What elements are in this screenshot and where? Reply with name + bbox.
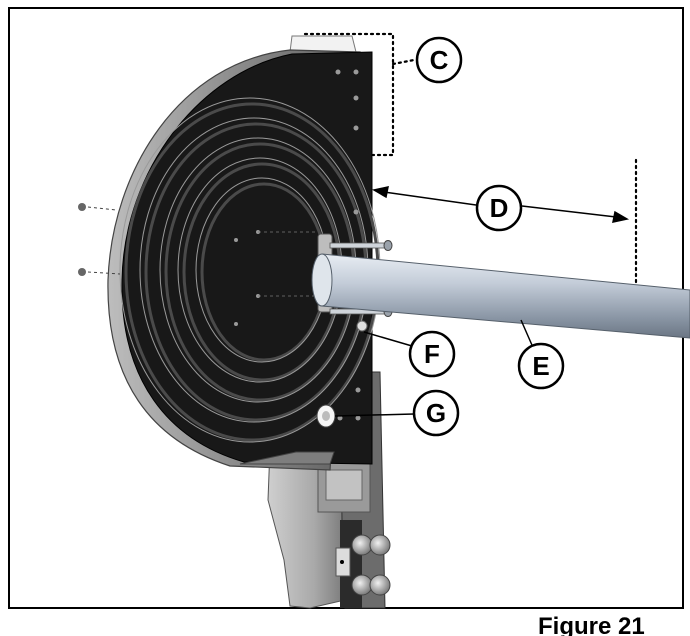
callout-g: G: [412, 389, 460, 437]
set-screw-f: [356, 320, 368, 332]
callout-c-leader: [303, 32, 416, 157]
callout-e: E: [517, 342, 565, 390]
callout-d: D: [475, 184, 523, 232]
bracket-knob-bottom-right: [369, 574, 391, 596]
callout-c: C: [415, 36, 463, 84]
callout-d-label: D: [490, 193, 509, 223]
callout-f: F: [408, 330, 456, 378]
plate-rivets: [234, 69, 361, 421]
callout-e-label: E: [532, 351, 549, 381]
housing-plate: [121, 51, 373, 465]
left-leader-markers: [78, 203, 121, 276]
bracket-knob-top-left: [351, 534, 373, 556]
callout-g-leader: [334, 413, 415, 417]
bracket-knob-bottom-left: [351, 574, 373, 596]
callout-f-label: F: [424, 339, 440, 369]
torsion-shaft: [311, 253, 690, 339]
bracket-knob-top-right: [369, 534, 391, 556]
callout-g-label: G: [426, 398, 446, 428]
washer-g: [316, 404, 336, 428]
figure-caption: Figure 21: [538, 613, 645, 636]
callout-c-label: C: [430, 45, 449, 75]
callout-d-leader: [371, 186, 630, 223]
callout-f-leader: [363, 331, 413, 347]
plate-top-tab: [289, 35, 357, 53]
